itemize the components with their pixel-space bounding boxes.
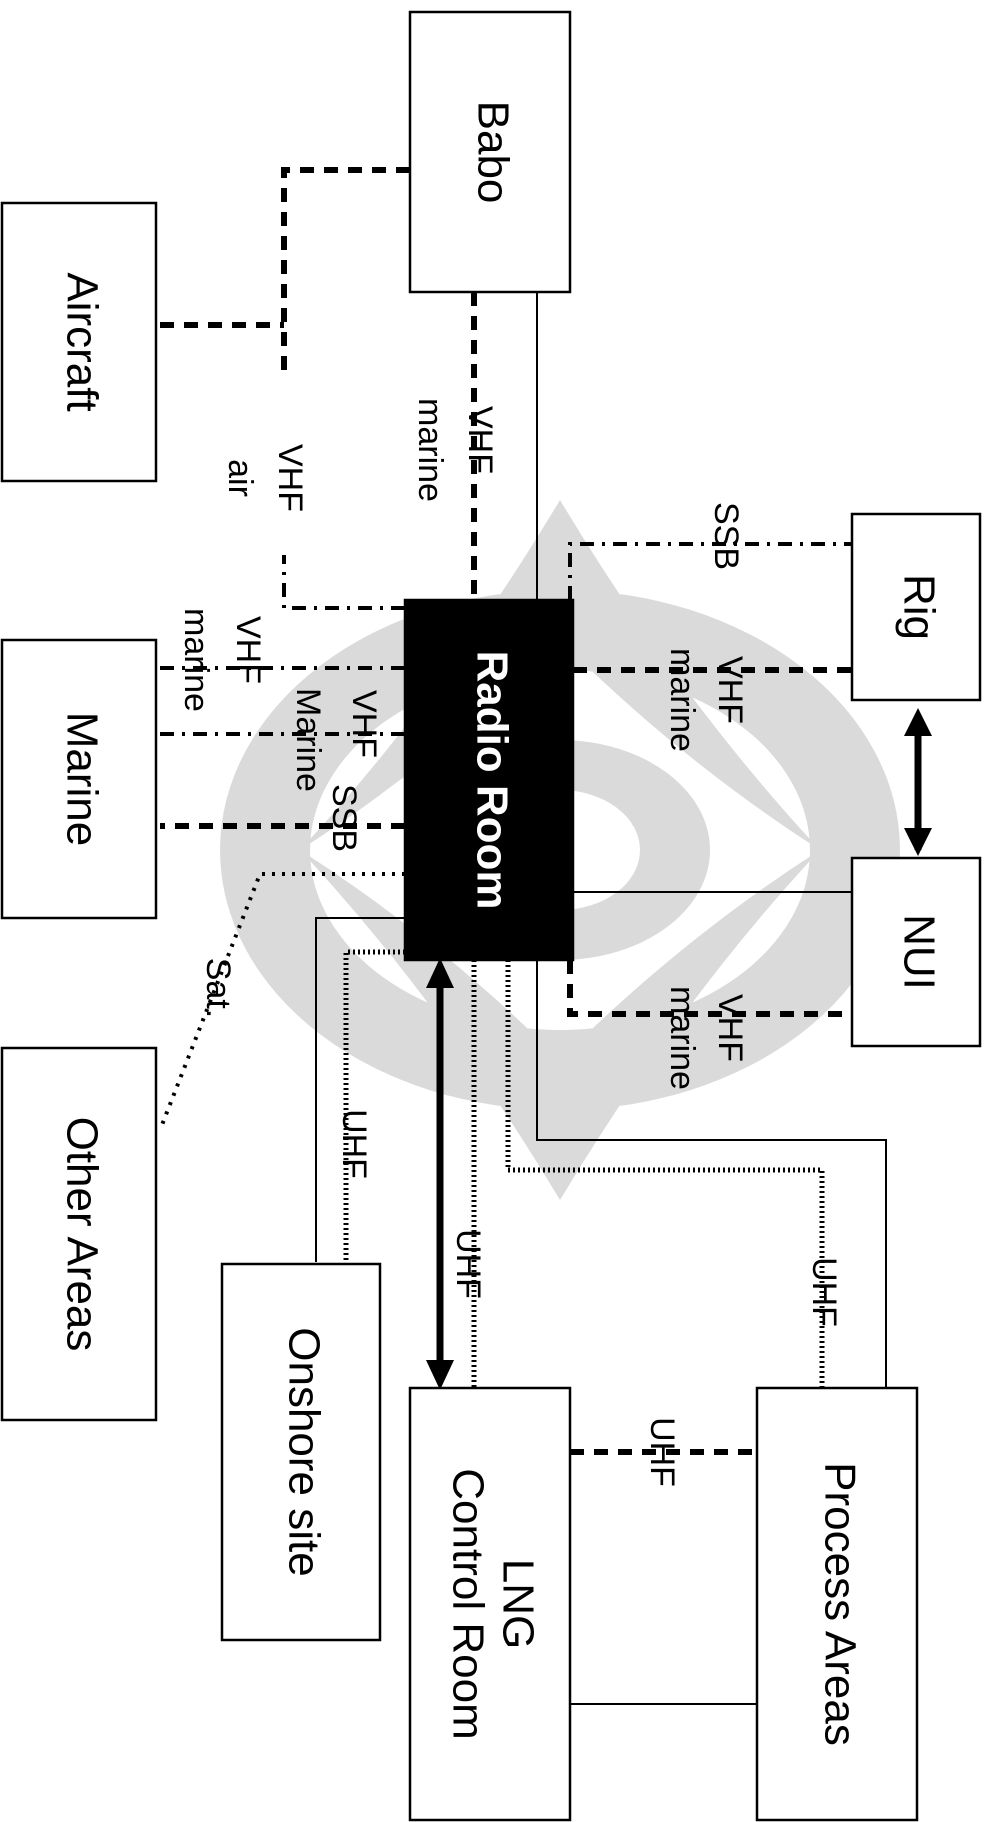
label-rig-marine: marine	[663, 648, 701, 752]
link-radio-aircraft-air	[284, 555, 405, 608]
label-vhf-ssb-1: VHF	[345, 690, 383, 758]
node-lng-control-room: LNG Control Room	[410, 1388, 570, 1820]
label-aircraft-air: air	[221, 459, 259, 497]
label-nui-marine: marine	[663, 986, 701, 1090]
label-vhf-ssb-3: Marine	[289, 688, 327, 792]
node-lng-line2: Control Room	[443, 1468, 492, 1739]
node-nui-label: NUI	[894, 914, 943, 990]
node-rig-label: Rig	[894, 574, 943, 640]
label-process-uhf: UHF	[805, 1257, 843, 1327]
arrowhead-nui	[904, 828, 932, 856]
label-aircraft-vhf: VHF	[271, 444, 309, 512]
node-aircraft: Aircraft	[2, 203, 156, 481]
node-nui: NUI	[852, 858, 980, 1046]
node-marine: Marine	[2, 640, 156, 918]
node-babo-label: Babo	[468, 101, 517, 204]
label-rig-ssb: SSB	[707, 502, 745, 570]
label-sat: Sat.	[199, 958, 237, 1018]
node-rig: Rig	[852, 514, 980, 700]
node-other-areas-label: Other Areas	[57, 1117, 106, 1352]
node-radio-room-label: Radio Room	[467, 650, 516, 909]
label-process-lng-uhf: UHF	[643, 1417, 681, 1487]
node-onshore-site-label: Onshore site	[279, 1327, 328, 1576]
node-process-areas-label: Process Areas	[815, 1462, 864, 1746]
label-marine-vhf: VHF	[229, 616, 267, 684]
node-lng-line1: LNG	[493, 1559, 542, 1649]
label-nui-vhf: VHF	[711, 994, 749, 1062]
node-babo: Babo	[410, 12, 570, 292]
label-marine-marine: marine	[177, 608, 215, 712]
arrowhead-lng	[426, 1360, 454, 1390]
label-babo-marine: marine	[411, 398, 449, 502]
label-babo-vhf: VHF	[461, 406, 499, 474]
node-process-areas: Process Areas	[757, 1388, 917, 1820]
node-onshore-site: Onshore site	[222, 1264, 380, 1640]
label-vhf-ssb-2: SSB	[325, 784, 363, 852]
node-radio-room: Radio Room	[405, 600, 573, 960]
label-onshore-uhf: UHF	[335, 1109, 373, 1179]
link-babo-aircraft	[284, 170, 410, 375]
node-other-areas: Other Areas	[2, 1048, 156, 1420]
arrowhead-rig	[904, 708, 932, 736]
label-rig-vhf: VHF	[711, 656, 749, 724]
node-marine-label: Marine	[57, 712, 106, 847]
label-lng-uhf: UHF	[449, 1229, 487, 1299]
node-aircraft-label: Aircraft	[57, 272, 106, 411]
